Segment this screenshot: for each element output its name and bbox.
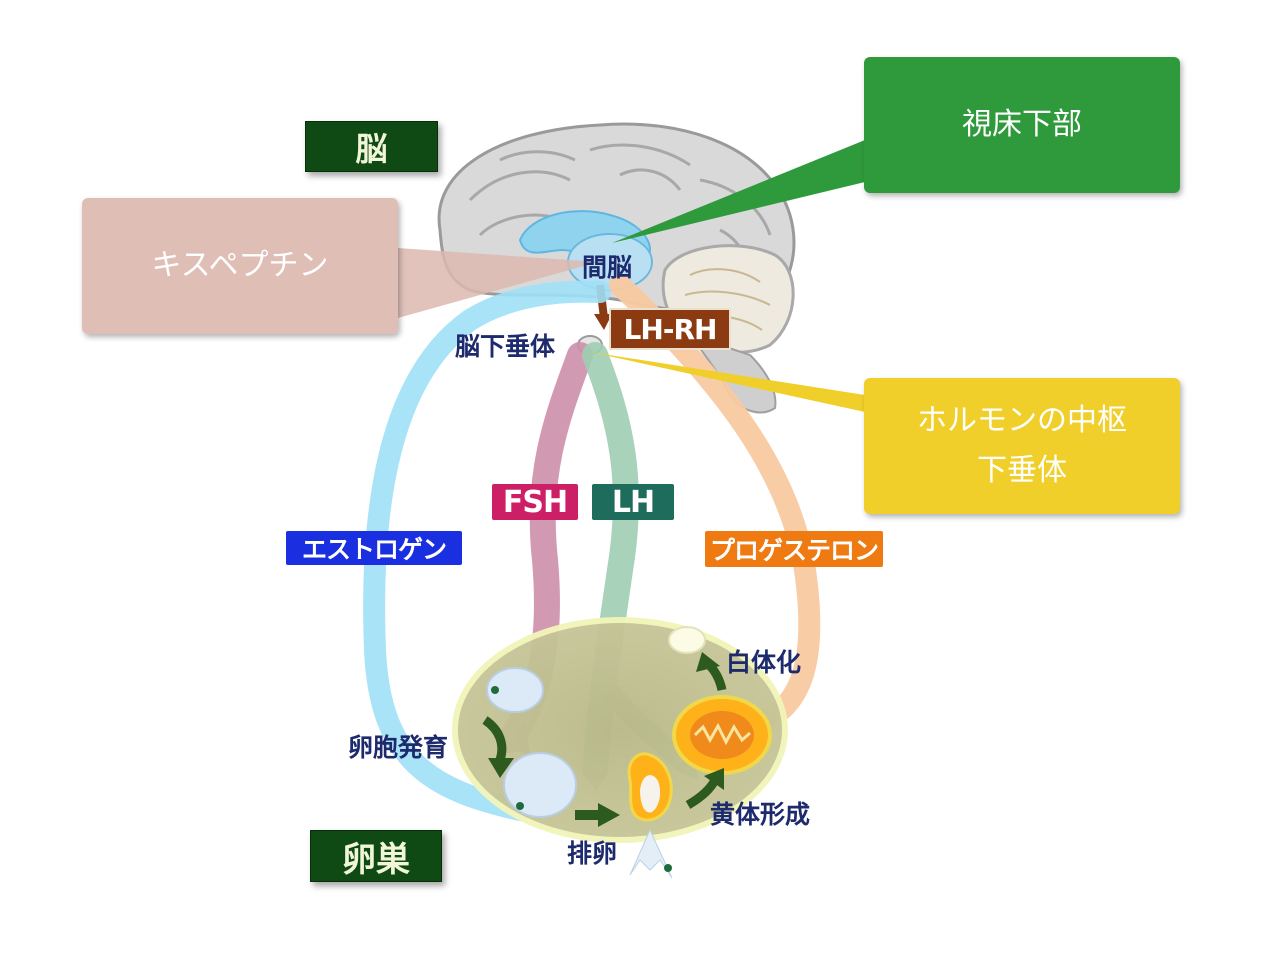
pituitary-callout-line1: ホルモンの中枢 [917, 403, 1127, 438]
hypothalamus-pointer [612, 140, 865, 243]
corpus-albicans-label: 白体化 [726, 648, 802, 677]
kisspeptin-callout-text: キスペプチン [151, 248, 329, 283]
estrogen-tag: エストロゲン [286, 531, 462, 565]
pituitary-label: 脳下垂体 [455, 332, 556, 361]
diencephalon-label: 間脳 [582, 253, 633, 282]
hypothalamus-callout: 視床下部 [864, 57, 1180, 193]
progesterone-tag: プロゲステロン [705, 531, 883, 567]
pituitary-callout: ホルモンの中枢 下垂体 [864, 378, 1180, 514]
ovary-label: 卵巣 [310, 830, 442, 882]
brain-label: 脳 [305, 121, 438, 172]
fsh-tag: FSH [492, 484, 578, 520]
follicle-growth-label: 卵胞発育 [348, 733, 449, 762]
kisspeptin-pointer [398, 248, 598, 318]
ovary-illustration [452, 617, 788, 879]
estrogen-path [363, 280, 611, 821]
lhrh-tag: LH-RH [609, 308, 731, 350]
kisspeptin-callout: キスペプチン [82, 198, 398, 334]
hypothalamus-callout-text: 視床下部 [962, 107, 1082, 142]
ovulation-label: 排卵 [567, 839, 618, 868]
pituitary-pointer [590, 352, 865, 412]
pituitary-callout-line2: 下垂体 [977, 453, 1067, 488]
corpus-luteum-formation-label: 黄体形成 [710, 800, 811, 829]
lh-tag: LH [592, 484, 674, 520]
